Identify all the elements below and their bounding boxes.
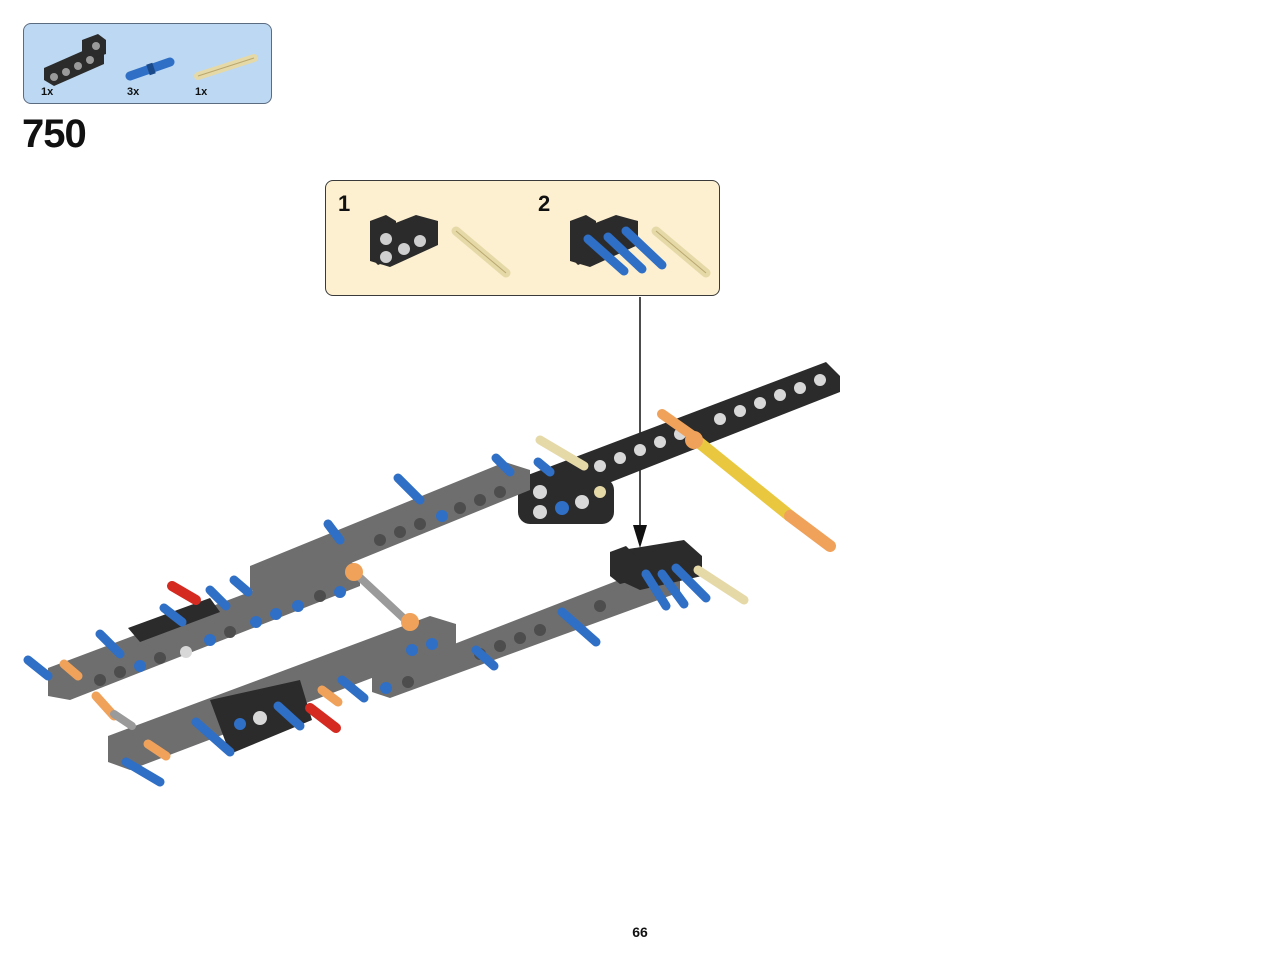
- substep-2-label: 2: [538, 191, 551, 216]
- blue-axle-pin-icon: [125, 57, 175, 81]
- gray-beam-upper: [250, 462, 530, 596]
- substep-1-assembly: [370, 215, 511, 278]
- tan-axle-icon: [194, 54, 258, 80]
- step-number: 750: [22, 112, 87, 156]
- red-pin-right: [305, 703, 341, 733]
- placement-arrow-head: [633, 525, 647, 548]
- red-pin-left: [167, 581, 201, 605]
- page-number: 66: [632, 924, 648, 940]
- gray-axle-connector: [350, 568, 416, 630]
- black-top-beam: [520, 362, 840, 510]
- blue-pins-bottom-right: [641, 563, 711, 611]
- substep-1-label: 1: [338, 191, 351, 216]
- yellow-axle-assembly: [657, 409, 836, 552]
- gray-axle-left: [110, 710, 136, 730]
- orange-connector-1: [345, 563, 363, 581]
- tan-axle-bottom: [693, 565, 749, 605]
- orange-connector-2: [401, 613, 419, 631]
- parts-illustrations: [44, 34, 258, 86]
- substep-callout: 1 2: [325, 180, 720, 296]
- substep-illustrations: [370, 215, 711, 278]
- tan-axle-top: [535, 435, 589, 471]
- part-qty-2: 3x: [127, 86, 140, 98]
- part-qty-3: 1x: [195, 86, 208, 98]
- gray-beam-lower-right: [372, 564, 680, 698]
- part-qty-1: 1x: [41, 86, 54, 98]
- added-l-beam-top: [518, 478, 614, 524]
- parts-list-box: 1x 3x 1x: [23, 23, 272, 104]
- substep-2-assembly: [570, 215, 711, 278]
- black-l-beam-icon: [44, 34, 106, 86]
- blue-pins-scattered: [23, 453, 601, 787]
- added-l-beam-bottom: [610, 540, 702, 590]
